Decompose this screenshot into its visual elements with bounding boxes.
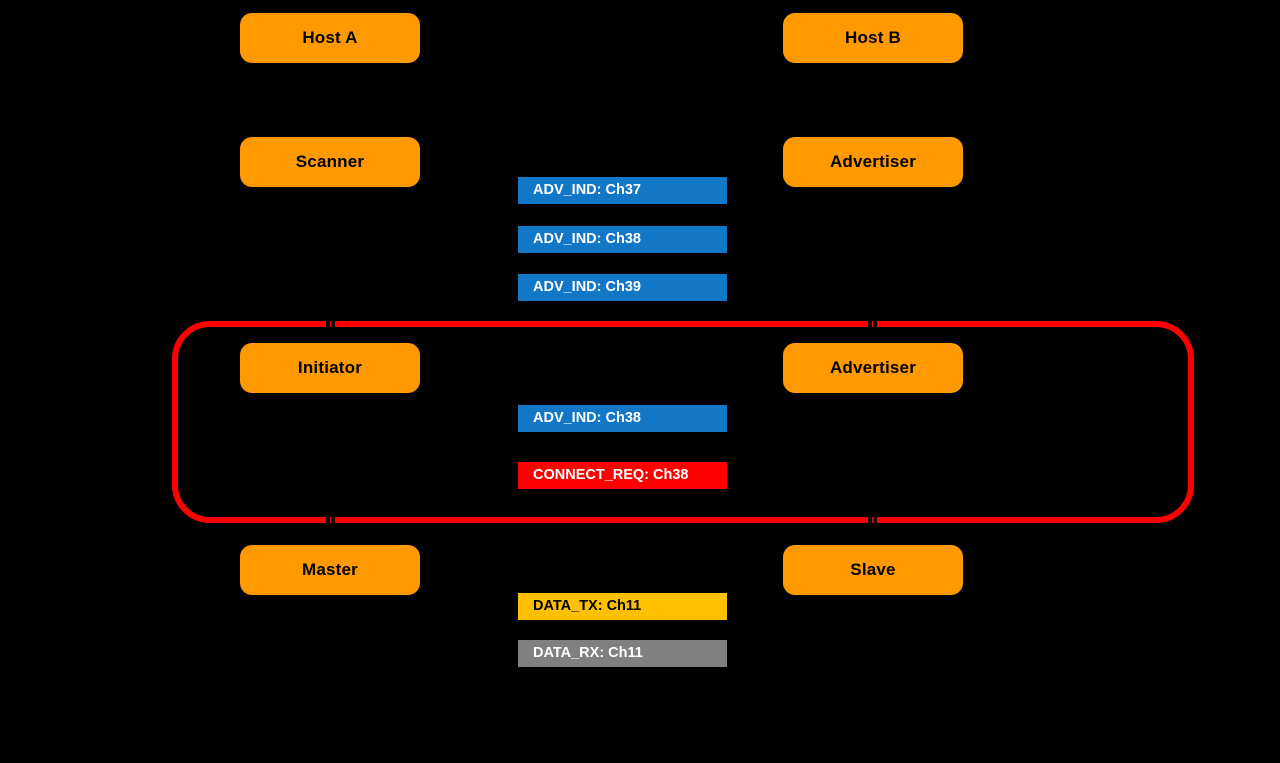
lifeline-dash: [868, 318, 872, 330]
message-adv-ind-ch38-connect-phase: ADV_IND: Ch38: [518, 405, 727, 432]
role-box-host-b: Host B: [783, 13, 963, 63]
lifeline-dash: [873, 318, 877, 330]
message-adv-ind-ch39: ADV_IND: Ch39: [518, 274, 727, 301]
role-box-slave: Slave: [783, 545, 963, 595]
lifeline-dash: [331, 318, 335, 330]
role-box-initiator: Initiator: [240, 343, 420, 393]
lifeline-dash: [873, 514, 877, 526]
connection-highlight-box: [172, 321, 1194, 523]
lifeline-dash: [331, 514, 335, 526]
message-data-tx-ch11: DATA_TX: Ch11: [518, 593, 727, 620]
message-data-rx-ch11: DATA_RX: Ch11: [518, 640, 727, 667]
message-adv-ind-ch37: ADV_IND: Ch37: [518, 177, 727, 204]
role-box-advertiser-1: Advertiser: [783, 137, 963, 187]
lifeline-dash: [326, 514, 330, 526]
lifeline-dash: [326, 318, 330, 330]
role-box-master: Master: [240, 545, 420, 595]
role-box-advertiser-2: Advertiser: [783, 343, 963, 393]
lifeline-dash: [868, 514, 872, 526]
message-connect-req-ch38: CONNECT_REQ: Ch38: [518, 462, 727, 489]
role-box-scanner: Scanner: [240, 137, 420, 187]
role-box-host-a: Host A: [240, 13, 420, 63]
message-adv-ind-ch38: ADV_IND: Ch38: [518, 226, 727, 253]
